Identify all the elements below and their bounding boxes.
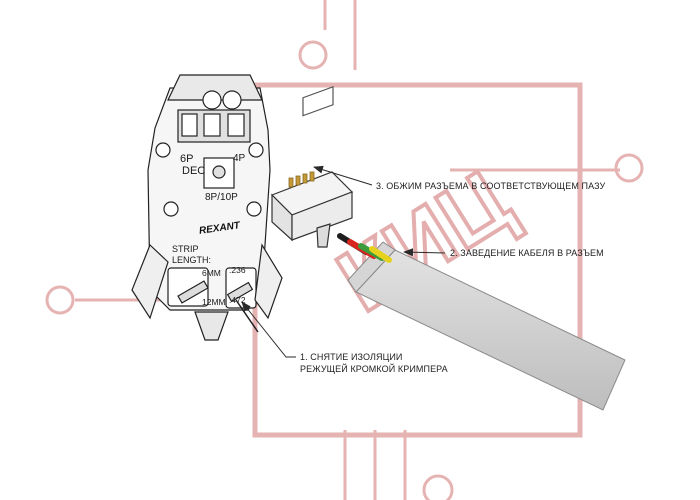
- tool-label-strip: STRIP: [172, 244, 199, 254]
- tool-label-4p: 4P: [233, 153, 246, 164]
- tool-label-236: .236: [229, 265, 246, 275]
- tool-label-472: .472: [229, 295, 246, 305]
- tool-label-dec: DEC: [182, 165, 206, 177]
- tool-label-8p10p: 8P/10P: [205, 192, 238, 203]
- callout-step3: 3. ОБЖИМ РАЗЪЕМА В СООТВЕТСТВУЮЩЕМ ПАЗУ: [376, 181, 606, 191]
- arrow-step3: [313, 165, 373, 186]
- cable: [337, 233, 626, 411]
- tool-label-6p: 6P: [180, 153, 194, 165]
- callout-lines: [241, 165, 446, 358]
- wire-yellow: [369, 246, 392, 263]
- crimper-tool: [131, 74, 283, 341]
- tool-label-length: LENGTH:: [172, 255, 212, 265]
- rj-connector: [270, 85, 354, 248]
- tool-label-6mm: 6MM: [202, 268, 221, 278]
- callout-step2: 2. ЗАВЕДЕНИЕ КАБЕЛЯ В РАЗЪЕМ: [450, 248, 604, 258]
- arrow-step2: [403, 248, 446, 257]
- callout-step1-line2: РЕЖУЩЕЙ КРОМКОЙ КРИМПЕРА: [300, 364, 448, 374]
- arrow-step1: [241, 301, 296, 358]
- callout-step1-line1: 1. СНЯТИЕ ИЗОЛЯЦИИ: [300, 352, 403, 362]
- tool-label-12mm: 12MM: [202, 297, 226, 307]
